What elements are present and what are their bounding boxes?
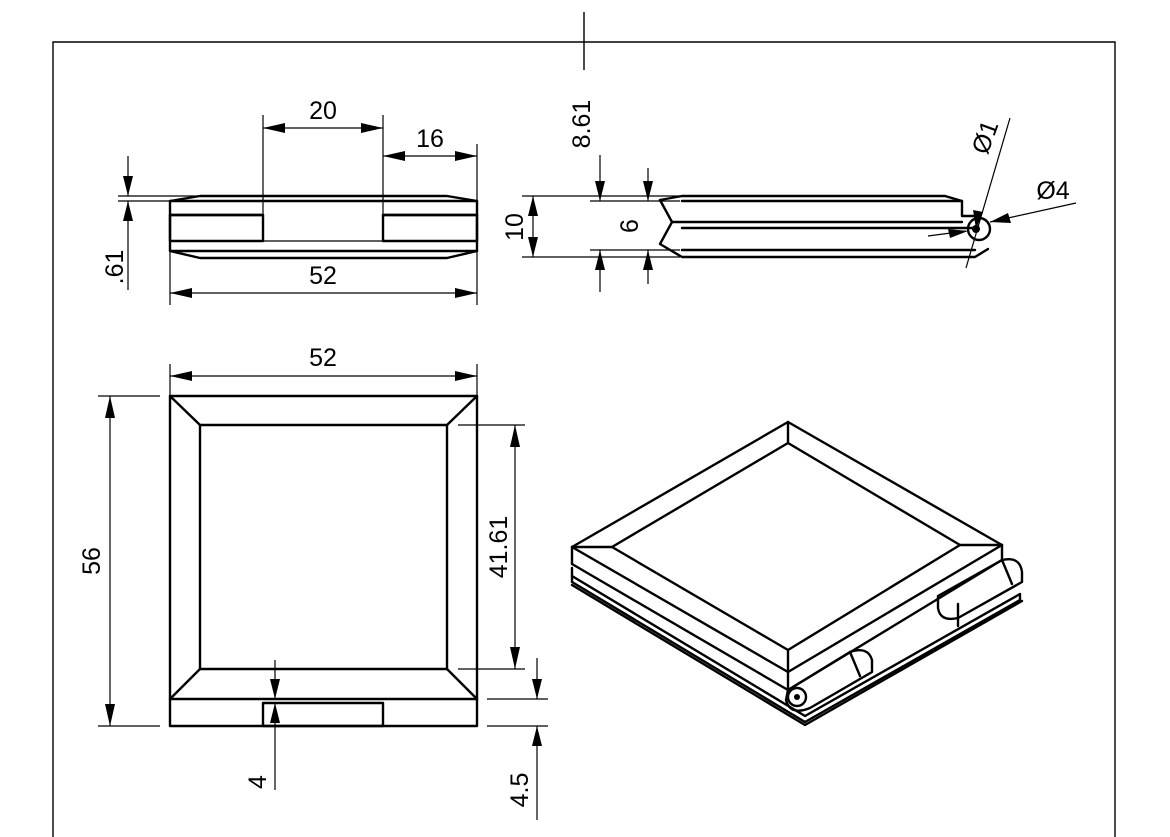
- dim-front-width: 52: [309, 344, 337, 372]
- front-view: 52 56 41.61 4 4.5: [78, 344, 548, 820]
- dim-front-bottom: 4.5: [506, 773, 534, 808]
- dim-side-inner: 6: [616, 219, 644, 233]
- dim-hole-small: Ø1: [967, 117, 1005, 158]
- dim-top-small: .61: [101, 250, 129, 285]
- dim-top-right-offset: 16: [416, 125, 444, 153]
- dim-side-total: 10: [501, 213, 529, 241]
- dim-top-width: 20: [309, 97, 337, 125]
- dim-hole-large: Ø4: [1036, 177, 1069, 205]
- top-view: 20 16 .61 52: [101, 97, 479, 305]
- side-view: Ø1 Ø4 10 8.61 6: [501, 100, 1077, 292]
- dim-front-inner-height: 41.61: [485, 516, 513, 579]
- dim-front-height: 56: [78, 547, 106, 575]
- dim-front-slot: 4: [244, 775, 272, 789]
- dim-side-top: 8.61: [568, 100, 596, 149]
- dim-top-length: 52: [309, 262, 337, 290]
- drawing-frame: [52, 12, 1116, 837]
- isometric-view: [570, 420, 1024, 727]
